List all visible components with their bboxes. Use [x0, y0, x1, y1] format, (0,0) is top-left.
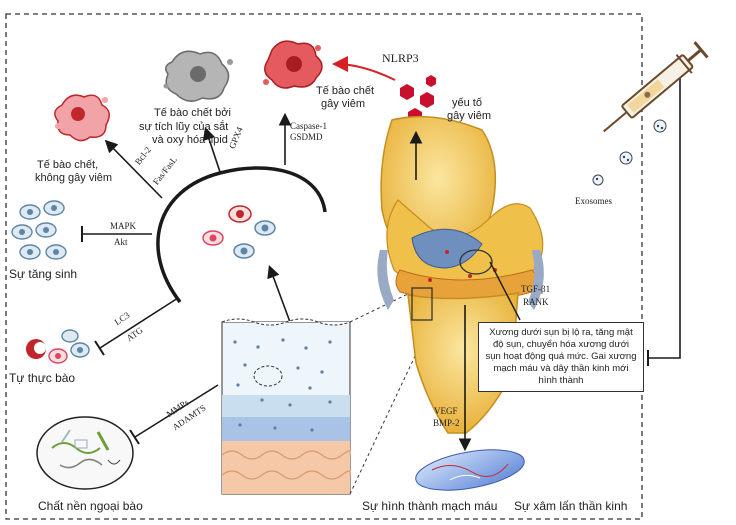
chondrocytes-in-arc	[202, 205, 276, 259]
pyroptotic-cell-icon	[263, 40, 323, 89]
inhibit-ecm	[134, 384, 219, 438]
exosome-vesicles	[592, 119, 667, 186]
line-knee-to-infobox	[489, 261, 521, 321]
mapk-label: MAPK	[110, 221, 137, 231]
inhibit-autophagy-bar	[94, 340, 105, 356]
rank-label: RANK	[523, 297, 549, 307]
autophagy-cells-icon	[26, 329, 90, 364]
inflammatory-factor-icons	[400, 75, 436, 124]
subchondral-info-box: Xương dưới sụn bị lộ ra, tăng mật độ sụn…	[478, 322, 644, 392]
vegf-label: VEGF	[434, 406, 458, 416]
inhibit-autophagy	[99, 297, 179, 349]
akt-label: Akt	[114, 237, 128, 247]
ferroptosis-caption-line3: và oxy hóa lipid	[152, 134, 228, 146]
ecm-label: Chất nền ngoại bào	[38, 499, 143, 513]
inflammatory-factor-line1: yếu tố	[452, 97, 482, 109]
autophagy-label: Tự thực bào	[9, 371, 76, 385]
syringe-icon	[603, 41, 709, 133]
ferroptosis-caption-line1: Tế bào chết bởi	[154, 107, 231, 119]
apoptosis-caption-line1: Tế bào chết,	[37, 159, 99, 171]
cartilage-cells-dots	[233, 338, 332, 432]
cartilage-block	[221, 318, 351, 495]
ecm-icon	[36, 416, 134, 490]
vessel-nerve-disk	[415, 449, 525, 491]
pyroptosis-caption-line1: Tế bào chết	[316, 85, 375, 97]
gsdmd-label: GSDMD	[290, 132, 323, 142]
inflammatory-factor-line2: gây viêm	[447, 110, 492, 122]
central-arc	[156, 166, 327, 304]
zoom-line-bottom	[349, 319, 433, 495]
tgfb1-label: TGF-β1	[521, 284, 551, 294]
nerve-invasion-label: Sự xâm lấn thần kinh	[514, 499, 628, 513]
arrow-to-ferroptosis	[202, 126, 221, 173]
apoptotic-cell-icon	[54, 94, 110, 142]
arrow-block-to-cells	[267, 264, 291, 323]
apoptosis-caption-line2: không gây viêm	[35, 172, 113, 184]
caspase1-label: Caspase-1	[290, 121, 327, 131]
knee-joint-illustration	[377, 115, 544, 434]
exosome-inhibit-line	[648, 70, 681, 359]
proliferation-label: Sự tăng sinh	[9, 267, 78, 281]
dashed-frame	[5, 13, 643, 520]
bmp2-label: BMP-2	[433, 418, 460, 428]
ferroptotic-cell-icon	[163, 50, 233, 102]
nlrp3-label: NLRP3	[382, 51, 419, 65]
zoom-line-top	[349, 291, 413, 323]
arrow-to-apoptosis	[104, 139, 163, 199]
pyroptosis-caption-line2: gây viêm	[321, 98, 366, 110]
angiogenesis-label: Sự hình thành mạch máu	[362, 499, 498, 513]
ferroptosis-caption-line2: sự tích lũy của sắt	[139, 121, 229, 133]
inhibit-ecm-bar	[129, 429, 140, 445]
nlrp3-arrow	[332, 56, 396, 81]
exosomes-label: Exosomes	[575, 196, 612, 206]
